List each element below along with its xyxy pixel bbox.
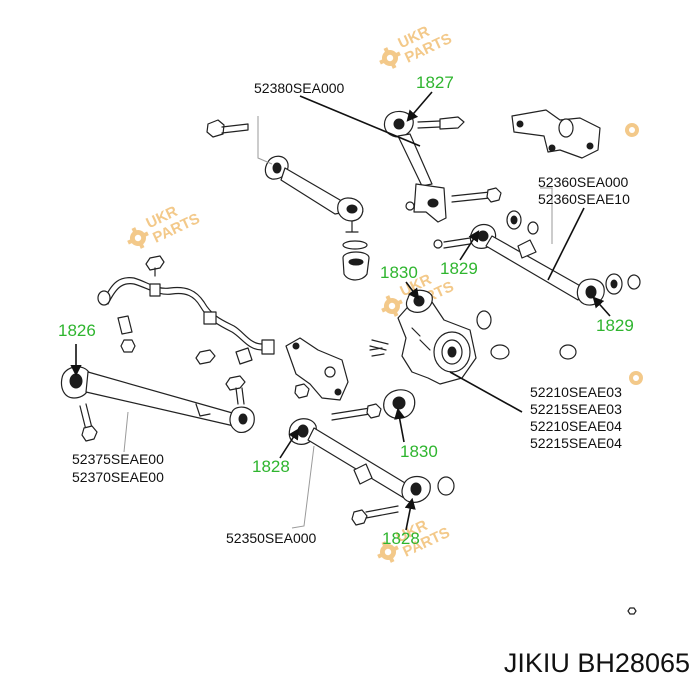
boot-cup (342, 240, 370, 281)
watermark-top: UKR PARTS (379, 23, 455, 69)
lower-arm-52350 (288, 418, 455, 503)
gear-icon (629, 371, 643, 385)
bolt-mid-upper (405, 187, 502, 211)
nut-bottom-right (627, 607, 637, 615)
clips-left (117, 255, 389, 405)
bolt-center (294, 347, 385, 421)
label-compensator-arm-b: 52360SEAE10 (538, 191, 630, 207)
gear-icon (377, 541, 399, 563)
label-lower-arm: 52350SEA000 (226, 530, 317, 546)
bushing-label-1830-lower: 1830 (400, 442, 438, 461)
bushing-label-1829-inner: 1829 (440, 259, 478, 278)
label-trailing-arm-a: 52375SEAE00 (72, 451, 164, 467)
gear-icon (127, 227, 149, 249)
upper-link-1827 (383, 110, 465, 223)
bolt-lower-arm-outer (351, 505, 399, 526)
gear-icon (625, 123, 639, 137)
knuckle-52210 (397, 289, 477, 385)
label-upper-arm: 52380SEA000 (254, 80, 345, 96)
gear-icon (381, 295, 403, 317)
label-knuckle-d: 52215SEAE04 (530, 435, 622, 451)
bolt-compensator-inner (433, 237, 471, 249)
small-bushings-right (476, 210, 641, 360)
bushing-label-1827: 1827 (416, 73, 454, 92)
upper-arm-52380 (264, 155, 364, 233)
gear-icon (379, 47, 401, 69)
label-knuckle-b: 52215SEAE03 (530, 401, 622, 417)
watermark-edge-right-low (629, 371, 643, 385)
leader-lines (70, 91, 611, 531)
watermark-left: UKR PARTS (127, 203, 203, 249)
bushing-label-1830-upper: 1830 (380, 263, 418, 282)
mount-bracket (511, 109, 601, 159)
abs-sensor-cable (97, 277, 275, 365)
trailing-arm-52375 (60, 366, 255, 433)
center-bracket (285, 337, 349, 401)
label-knuckle-c: 52210SEAE04 (530, 418, 622, 434)
knuckle-lower-bushing (383, 389, 416, 419)
compensator-arm-52360 (469, 223, 605, 306)
footer-brand-code: JIKIU BH28065 (504, 648, 690, 678)
bushing-label-1828-outer: 1828 (382, 529, 420, 548)
label-knuckle-a: 52210SEAE03 (530, 384, 622, 400)
bushing-label-1828-inner: 1828 (252, 457, 290, 476)
bushing-label-1829-outer: 1829 (596, 316, 634, 335)
bolt-upper-left (206, 119, 249, 138)
bolt-trailing-arm (79, 403, 98, 442)
label-compensator-arm-a: 52360SEA000 (538, 174, 629, 190)
bushing-label-1826: 1826 (58, 321, 96, 340)
watermark-edge-right (625, 123, 639, 137)
label-trailing-arm-b: 52370SEAE00 (72, 469, 164, 485)
